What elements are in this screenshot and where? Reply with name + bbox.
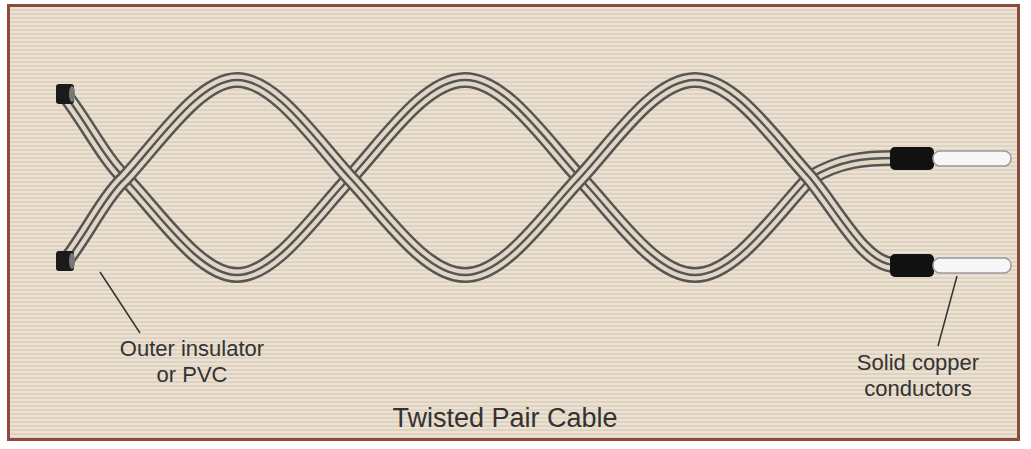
insulation-band [890, 254, 934, 277]
wire-end-cap [56, 251, 74, 271]
insulation-band [890, 147, 934, 170]
copper-conductor [933, 258, 1011, 273]
wire-end-face [69, 253, 75, 269]
part-label: Outer insulator or PVC [110, 336, 275, 389]
wire-outline [65, 80, 895, 275]
leader-line [100, 272, 140, 333]
wire-outline [65, 80, 895, 275]
leader-line [938, 276, 957, 346]
wire-core [65, 80, 895, 275]
wire-fill [65, 80, 895, 275]
copper-conductor [933, 151, 1011, 166]
part-label: Solid copper conductors [831, 350, 1006, 403]
wire-core [65, 80, 895, 275]
wire-end-cap [56, 84, 74, 104]
wire-fill [65, 80, 895, 275]
wire-end-face [69, 86, 75, 102]
diagram-title: Twisted Pair Cable [295, 402, 715, 434]
